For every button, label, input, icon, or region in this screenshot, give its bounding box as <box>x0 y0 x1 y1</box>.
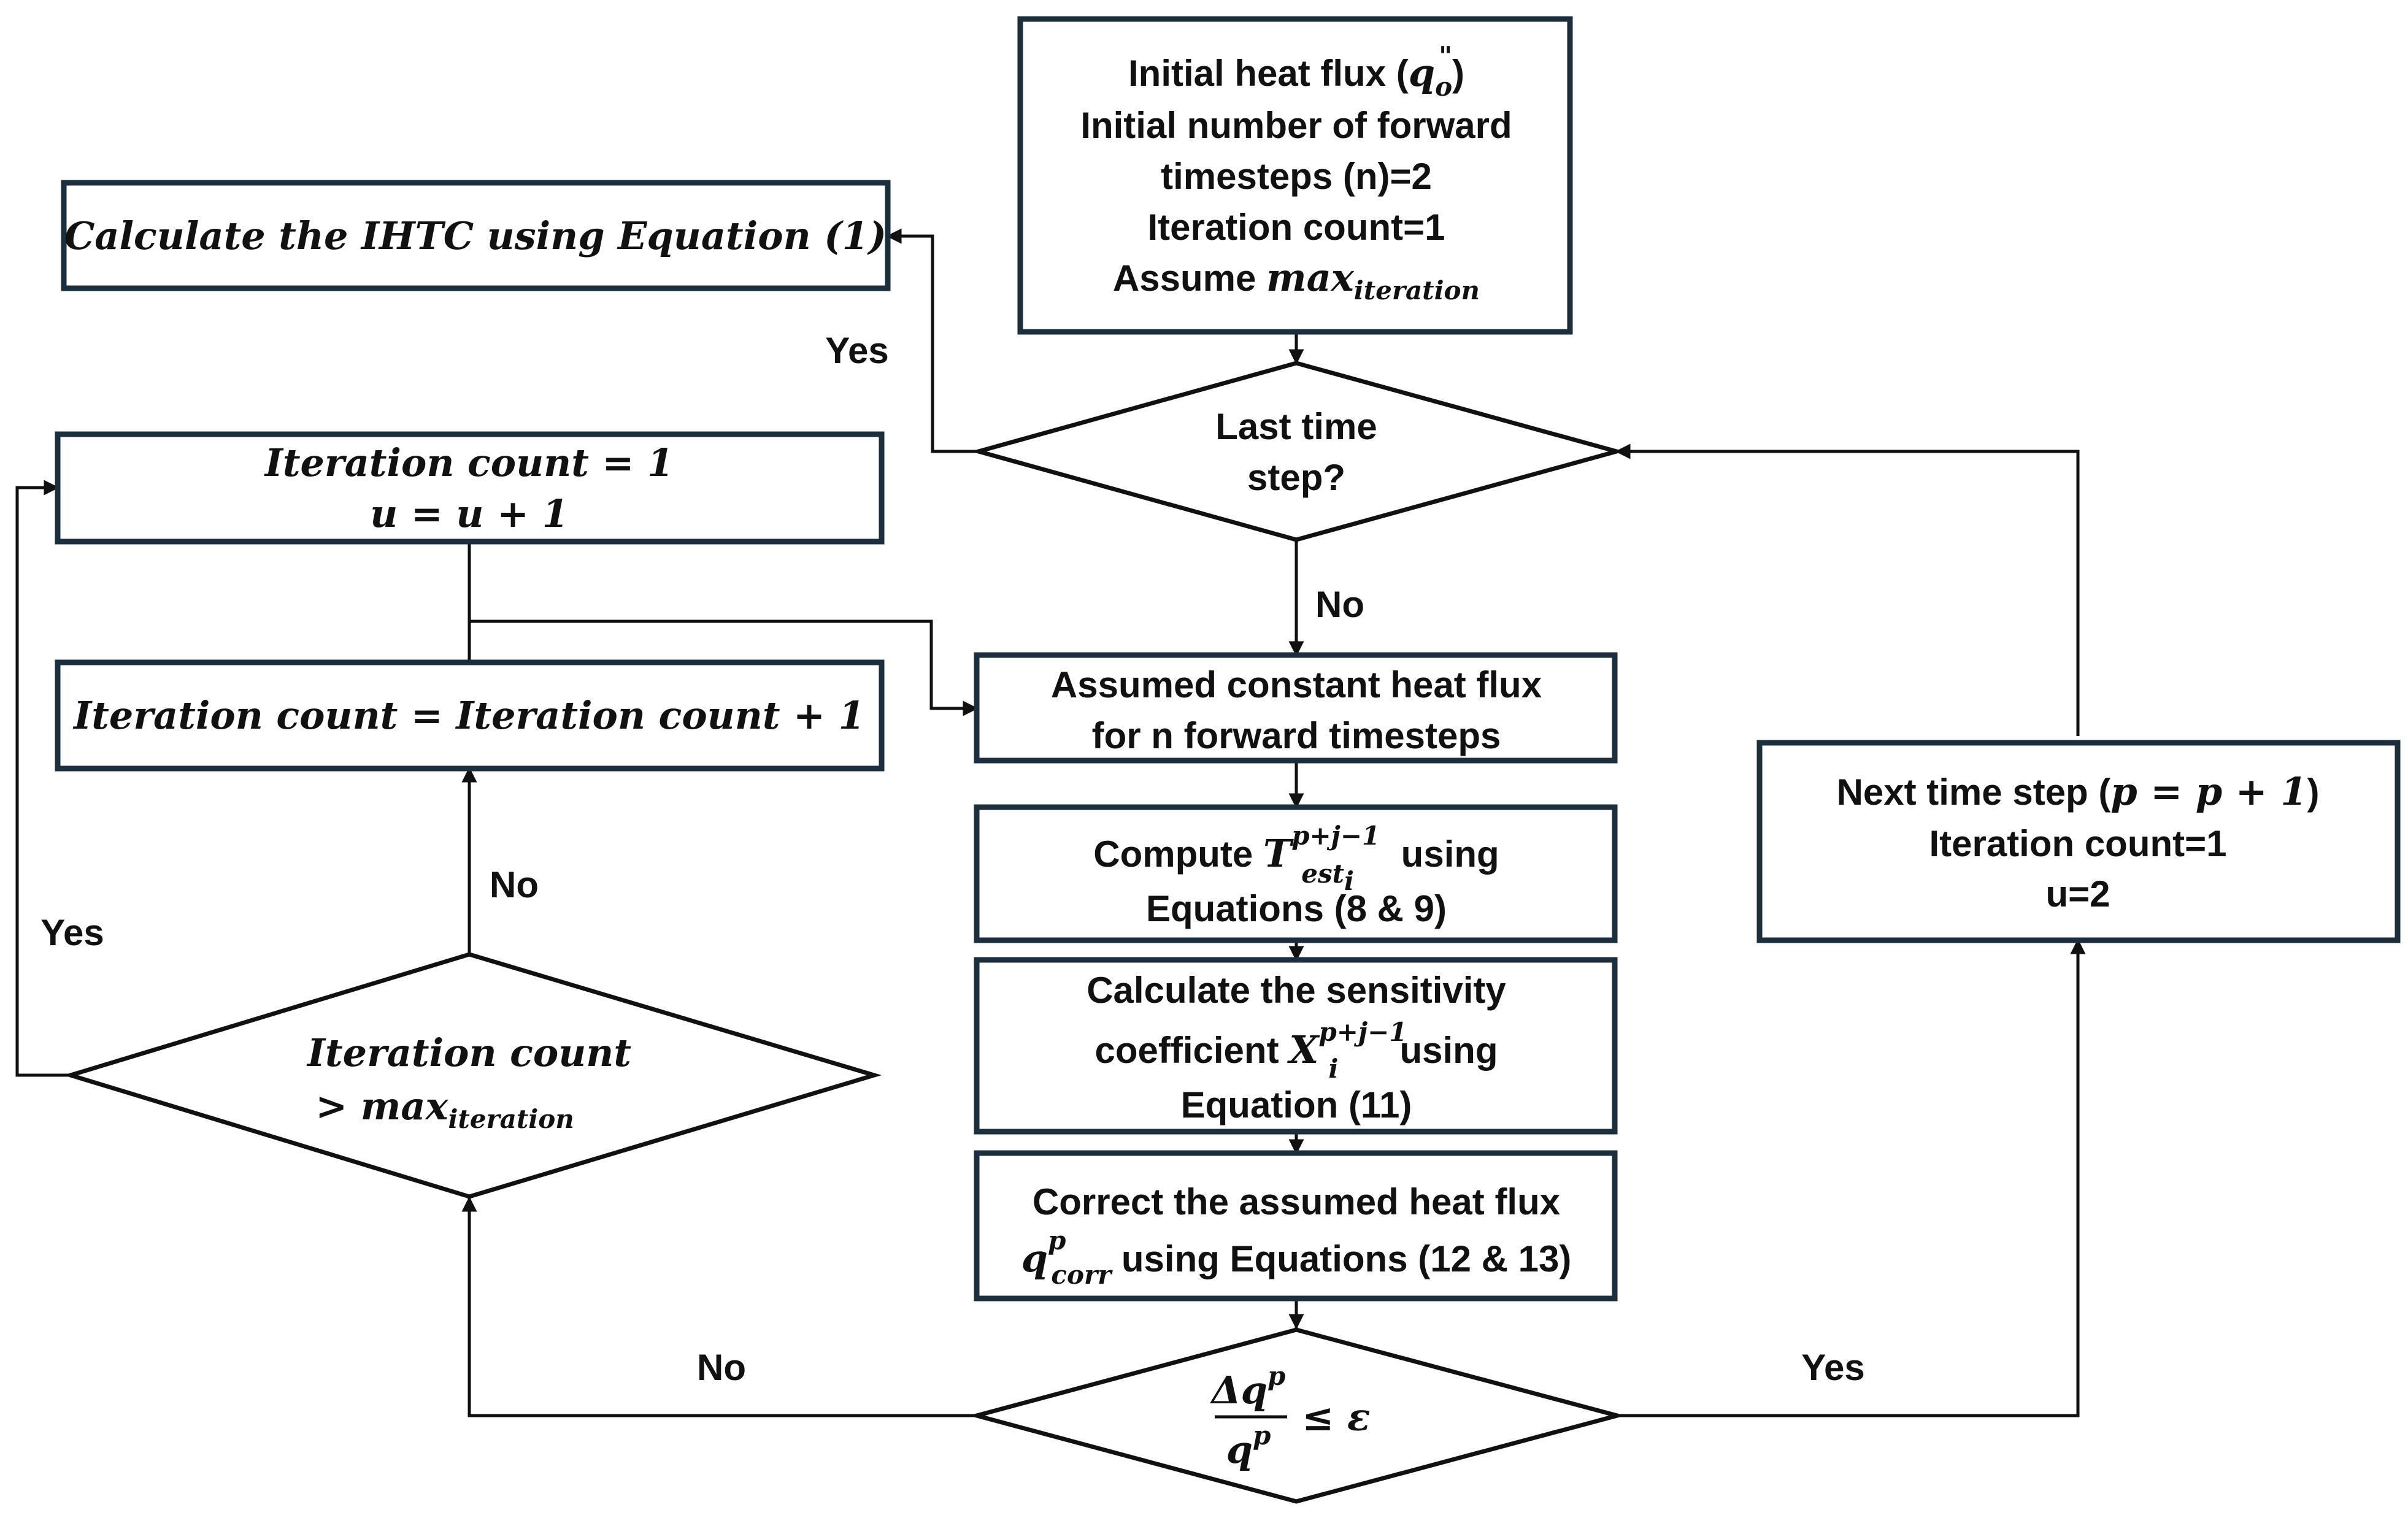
arrow-laststep-yes-to-ihtc <box>886 228 979 453</box>
laststep-yes-label: Yes <box>825 330 888 371</box>
iteration-line1: Iteration count <box>306 1030 631 1075</box>
convergence-denominator: qp <box>1226 1421 1271 1472</box>
correct-line1: Correct the assumed heat flux <box>1033 1181 1560 1222</box>
arrow-iteration-yes-to-reset <box>15 480 71 1077</box>
convergence-relation: ≤ ε <box>1302 1395 1370 1440</box>
nextstep-line2: Iteration count=1 <box>1929 823 2226 864</box>
start-line5: Assume maxiteration <box>1113 255 1480 305</box>
compute-line2: Equations (8 & 9) <box>1146 888 1447 929</box>
assume-line1: Assumed constant heat flux <box>1051 664 1542 705</box>
start-line1: Initial heat flux (qo") <box>1128 41 1464 102</box>
start-line2: Initial number of forward <box>1080 105 1512 146</box>
start-line3: timesteps (n)=2 <box>1161 156 1432 197</box>
start-line4: Iteration count=1 <box>1147 207 1445 248</box>
assume-flux-box: Assumed constant heat flux for n forward… <box>974 652 1618 764</box>
next-step-box: Next time step (p = p + 1) Iteration cou… <box>1756 740 2401 943</box>
ihtc-text: Calculate the IHTC using Equation (1) <box>64 213 887 258</box>
increment-text: Iteration count = Iteration count + 1 <box>72 693 864 738</box>
ihtc-box: Calculate the IHTC using Equation (1) <box>61 180 891 291</box>
connectors <box>15 228 2086 1417</box>
reset-box: Iteration count = 1 u = u + 1 <box>55 431 885 545</box>
convergence-yes-label: Yes <box>1801 1347 1864 1388</box>
reset-line1: Iteration count = 1 <box>264 440 674 485</box>
laststep-no-label: No <box>1315 584 1364 625</box>
iteration-decision: Iteration count > maxiteration Yes No <box>40 864 882 1199</box>
sensitivity-box: Calculate the sensitivity coefficient Xp… <box>974 957 1618 1135</box>
convergence-decision: Δqp qp ≤ ε Yes No <box>697 1327 1865 1504</box>
reset-line2: u = u + 1 <box>370 491 569 536</box>
assume-line2: for n forward timesteps <box>1092 715 1501 756</box>
sensitivity-line3: Equation (11) <box>1181 1084 1412 1125</box>
iteration-line2: > maxiteration <box>315 1084 574 1134</box>
arrow-increment-to-assume <box>467 619 979 716</box>
nextstep-line1: Next time step (p = p + 1) <box>1837 769 2320 814</box>
arrow-convergence-yes-to-nextstep <box>1617 938 2086 1417</box>
laststep-line1: Last time <box>1215 406 1377 447</box>
last-step-decision: Last time step? Yes No <box>825 330 1625 625</box>
iteration-yes-label: Yes <box>40 912 104 953</box>
increment-box: Iteration count = Iteration count + 1 <box>55 659 885 772</box>
nextstep-line3: u=2 <box>2045 873 2110 914</box>
start-box: Initial heat flux (qo") Initial number o… <box>1017 16 1573 335</box>
arrow-nextstep-to-laststep <box>1615 443 2080 736</box>
sensitivity-line1: Calculate the sensitivity <box>1087 970 1506 1011</box>
arrow-convergence-no-to-iteration <box>461 1196 977 1417</box>
laststep-line2: step? <box>1247 457 1345 498</box>
convergence-no-label: No <box>697 1347 746 1388</box>
convergence-numerator: Δqp <box>1210 1361 1286 1413</box>
iteration-no-label: No <box>490 864 539 905</box>
